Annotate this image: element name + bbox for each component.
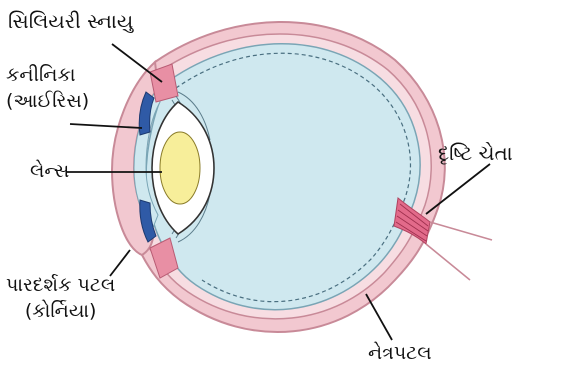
label-ciliary-muscle: સિલિયરી સ્નાયુ xyxy=(8,10,133,32)
label-iris-line2: (આઈરિસ) xyxy=(6,88,89,114)
lens-nucleus xyxy=(160,132,200,204)
optic-nerve-sheath xyxy=(426,222,492,280)
label-cornea: પારદર્શક પટલ (કોર્નિયા) xyxy=(6,272,115,324)
label-cornea-line1: પારદર્શક પટલ xyxy=(6,272,115,298)
label-retina: નેત્રપટલ xyxy=(368,342,432,364)
label-lens: લેન્સ xyxy=(30,160,69,182)
label-iris-line1: કનીનિકા xyxy=(6,62,89,88)
label-cornea-line2: (કોર્નિયા) xyxy=(6,298,115,324)
label-iris: કનીનિકા (આઈરિસ) xyxy=(6,62,89,114)
leader-retina xyxy=(366,294,392,340)
label-optic-nerve: દૃષ્ટિ ચેતા xyxy=(438,142,513,164)
